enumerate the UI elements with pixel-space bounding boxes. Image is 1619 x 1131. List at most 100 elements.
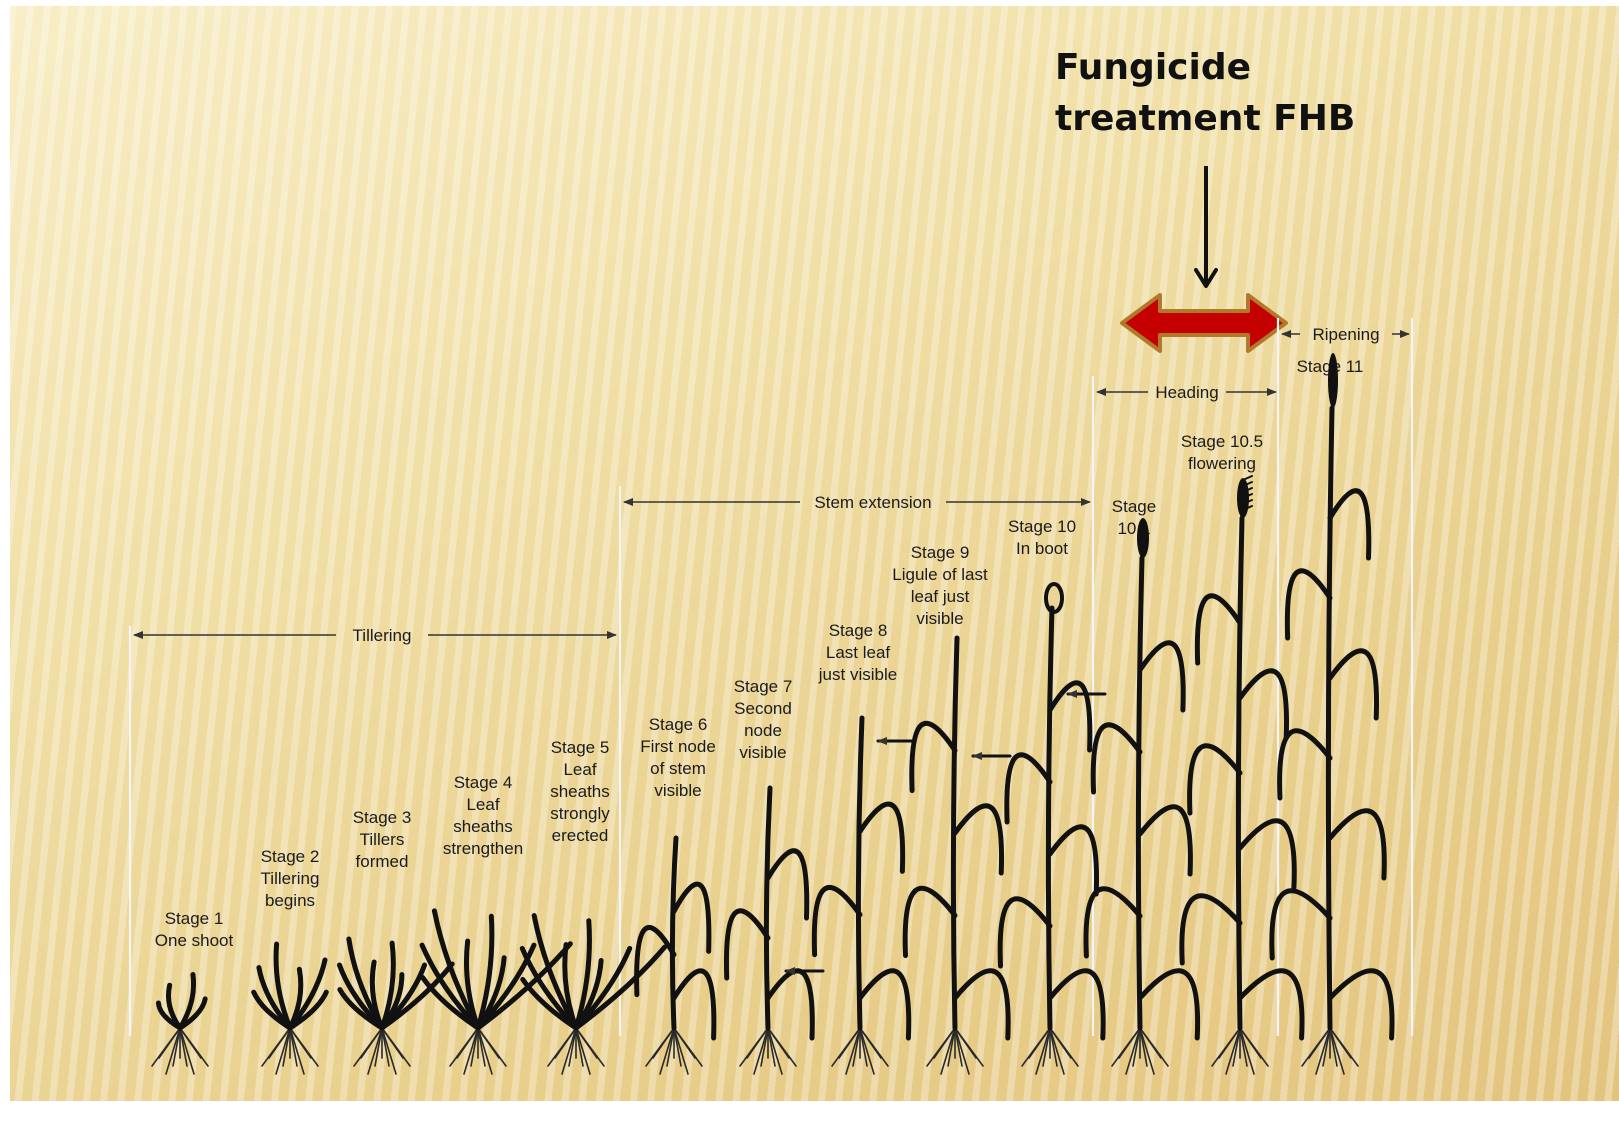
stage-label-line: Tillering [261,869,320,888]
stem [1048,608,1052,1028]
leaf [905,888,955,955]
stem [1138,558,1142,1028]
leaf [1280,731,1330,798]
plant-stage-5 [522,916,664,1074]
stage-label-line: strongly [550,804,610,823]
leaf [1330,491,1369,558]
plant-roots [450,1028,506,1074]
plant-stage-12 [1182,476,1302,1074]
wheat-head [1328,353,1338,408]
leaf [768,851,807,918]
leaf [1093,725,1140,792]
treatment-window-arrow [1122,295,1286,351]
plant-roots [152,1028,208,1074]
span-label-tillering: Tillering [353,626,412,645]
leaf [1182,896,1240,963]
stage-label-line: strengthen [443,839,523,858]
plant-stage-7 [726,788,823,1074]
stage-label-7: Stage 7Secondnodevisible [734,677,793,762]
leaf [814,887,860,954]
leaf [1287,571,1330,638]
leaf [1240,821,1294,888]
slide-background: Fungicide treatment FHB Tillering Stem e… [10,6,1619,1101]
leaf [860,804,903,871]
stage-label-line: of stem [650,759,706,778]
plant-roots [1212,1028,1268,1074]
annotation-title-line1: Fungicide [1055,47,1251,88]
stage-label-line: Stage 6 [649,715,708,734]
stage-label-10-1: Stage10.1 [1112,497,1156,538]
stage-label-8: Stage 8Last leafjust visible [818,621,897,684]
leaf [1330,811,1384,878]
stage-label-1: Stage 1 One shoot [155,909,234,950]
stage-label-line: visible [654,781,701,800]
leaf [1140,643,1183,710]
stage-label-line: begins [265,891,315,910]
stage-label-line: Ligule of last [892,565,988,584]
stage-label-line: visible [739,743,786,762]
wheat-head [1137,518,1149,558]
plant-roots [740,1028,796,1074]
wheat-growth-stages-diagram: Fungicide treatment FHB Tillering Stem e… [10,6,1619,1101]
stage-label-3: Stage 3 Tillers formed [353,808,412,871]
leaf [1000,899,1050,966]
stage-label-line: Stage 3 [353,808,412,827]
leaf [1140,807,1190,874]
stage-label-line: Tillers [360,830,405,849]
stage-label-line: One shoot [155,931,234,950]
stage-label-line: Stage 10 [1008,517,1076,536]
stage-label-line: leaf just [911,587,970,606]
plant-stage-3 [339,939,452,1074]
plant-roots [927,1028,983,1074]
stage-label-5: Stage 5Leafsheathsstronglyerected [550,738,610,845]
annotation-title-line2: treatment FHB [1055,98,1355,139]
leaf [1050,971,1103,1038]
stage-label-line: Stage 2 [261,847,320,866]
leaf [1007,755,1050,822]
flower-anther [1243,476,1252,480]
stage-label-line: node [744,721,782,740]
stage-label-line: Stage [1112,497,1156,516]
plant-stage-10 [1000,584,1105,1074]
stem-extension-span: Stem extension [624,493,1090,512]
plant-stage-2 [254,944,327,1074]
stage-label-line: Leaf [563,760,596,779]
plant-roots [354,1028,410,1074]
plant-roots [548,1028,604,1074]
plant-roots [262,1028,318,1074]
ripening-span: Ripening [1282,325,1409,344]
tillering-span: Tillering [134,626,616,645]
stage-label-line: Stage 4 [454,773,513,792]
leaf [674,884,709,951]
leaf [860,971,909,1038]
stage-label-line: Stage 1 [165,909,224,928]
leaf [912,723,955,790]
leaf [1330,651,1377,718]
stage-label-line: formed [356,852,409,871]
plant-roots [832,1028,888,1074]
stage-label-4: Stage 4Leafsheathsstrengthen [443,773,523,858]
plant-stage-1 [152,975,208,1074]
span-label-ripening: Ripening [1312,325,1379,344]
leaf [1050,827,1097,894]
stage-label-line: visible [916,609,963,628]
leaf [768,971,812,1038]
plant-roots [1302,1028,1358,1074]
stage-label-line: flowering [1188,454,1256,473]
leaf [726,911,768,978]
stage-label-2: Stage 2 Tillering begins [261,847,320,910]
stage-label-line: First node [640,737,716,756]
plant-roots [1112,1028,1168,1074]
span-label-stem-extension: Stem extension [814,493,931,512]
stage-label-line: Stage 9 [911,543,970,562]
heading-span: Heading [1097,383,1276,402]
leaf [1190,746,1240,813]
plant-roots [1022,1028,1078,1074]
plant-stage-9 [905,638,1010,1074]
plant-stage-13 [1272,353,1392,1074]
plant-stage-8 [814,718,915,1074]
leaf [1197,596,1240,663]
stage-label-line: Second [734,699,792,718]
leaf [955,971,1008,1038]
stage-label-line: sheaths [453,817,513,836]
